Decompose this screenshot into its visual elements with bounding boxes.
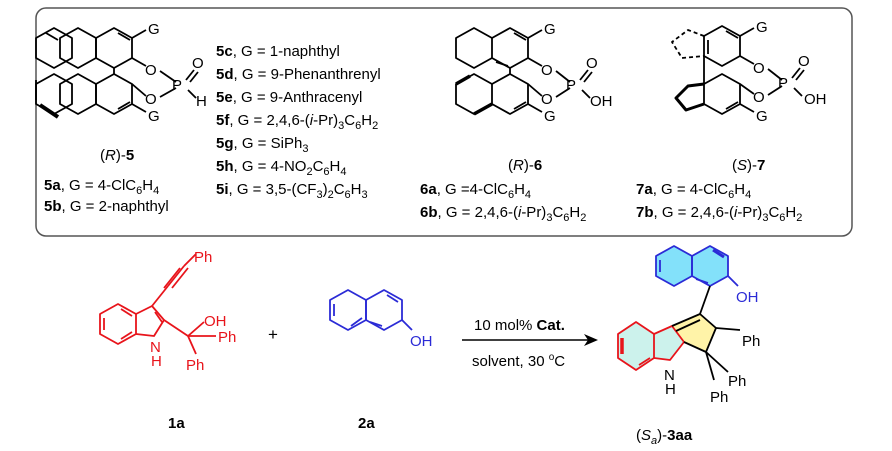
p-ph-b: Ph — [728, 373, 746, 390]
c7-oh: OH — [804, 91, 827, 108]
variant-5c: 5c, G = 1-naphthyl — [216, 43, 340, 60]
plus-sign: + — [268, 325, 278, 344]
reactant-2a-structure — [329, 289, 413, 331]
r1-ph1: Ph — [218, 329, 236, 346]
c6-g-top: G — [544, 21, 556, 38]
label-1a: 1a — [168, 415, 185, 432]
catalyst-6-structure — [455, 27, 593, 116]
catalyst-5-variant-list: 5c, G = 1-naphthyl 5d, G = 9-Phenanthren… — [216, 43, 381, 201]
c7-o1: O — [753, 60, 765, 77]
variant-5i: 5i, G = 3,5-(CF3)2C6H3 — [216, 181, 368, 201]
c6-o2: O — [541, 91, 553, 108]
conditions-bottom: solvent, 30 oC — [472, 352, 565, 370]
p-h: H — [665, 381, 676, 398]
catalyst-6-atoms: G O P O OH O G (R)-6 6a, G =4-ClC6H4 6b,… — [420, 21, 613, 224]
catalyst-5-structure — [35, 27, 199, 119]
r1-ph-alkyne: Ph — [194, 249, 212, 266]
label-3aa: (Sa)-3aa — [636, 427, 693, 447]
product-3aa-naphthol — [655, 245, 739, 287]
biaryl-bond — [699, 285, 711, 315]
variant-6a: 6a, G =4-ClC6H4 — [420, 181, 531, 201]
r1-h: H — [151, 353, 162, 370]
c5-o1: O — [145, 62, 157, 79]
catalyst-7-atoms: G O P O OH O G (S)-7 7a, G = 4-ClC6H4 7b… — [636, 19, 827, 224]
variant-5d: 5d, G = 9-Phenanthrenyl — [216, 66, 381, 83]
catalyst-5-ab-labels: 5a, G = 4-ClC6H4 5b, G = 2-naphthyl — [44, 177, 169, 215]
c7-g-bottom: G — [756, 108, 768, 125]
product-3aa-atoms: Ph Ph Ph N H — [664, 333, 760, 406]
c6-g-bottom: G — [544, 108, 556, 125]
variant-7b: 7b, G = 2,4,6-(i-Pr)3C6H2 — [636, 204, 802, 224]
reactant-1a-structure — [99, 253, 216, 355]
r1-oh: OH — [204, 313, 227, 330]
r1-ph2: Ph — [186, 357, 204, 374]
c7-g-top: G — [756, 19, 768, 36]
label-2a: 2a — [358, 415, 375, 432]
c6-o1: O — [541, 62, 553, 79]
c5-label: (R)-5 — [100, 147, 134, 164]
catalyst-5-atoms: G O P O H O G (R)-5 — [100, 21, 207, 164]
p-ph-a: Ph — [742, 333, 760, 350]
c6-oh: OH — [590, 93, 613, 110]
p-n: N — [664, 367, 675, 384]
c7-label: (S)-7 — [732, 157, 765, 174]
conditions-top: 10 mol% Cat. — [474, 317, 565, 334]
variant-5g: 5g, G = SiPh3 — [216, 135, 308, 155]
c6-label: (R)-6 — [508, 157, 542, 174]
variant-5h: 5h, G = 4-NO2C6H4 — [216, 158, 347, 178]
variant-7a: 7a, G = 4-ClC6H4 — [636, 181, 751, 201]
c6-o-top: O — [586, 55, 598, 72]
p-ph-c: Ph — [710, 389, 728, 406]
c5-g-top: G — [148, 21, 160, 38]
variant-5b: 5b, G = 2-naphthyl — [44, 198, 169, 215]
variant-5a: 5a, G = 4-ClC6H4 — [44, 177, 159, 197]
c6-p: P — [566, 77, 576, 94]
variant-6b: 6b, G = 2,4,6-(i-Pr)3C6H2 — [420, 204, 586, 224]
c5-g-bottom: G — [148, 108, 160, 125]
catalyst-7-structure — [671, 25, 805, 115]
c7-o-top: O — [798, 53, 810, 70]
c5-o-top: O — [192, 55, 204, 72]
c5-oh: H — [196, 93, 207, 110]
p-oh: OH — [736, 289, 759, 306]
variant-5f: 5f, G = 2,4,6-(i-Pr)3C6H2 — [216, 112, 378, 132]
product-3aa-fills — [618, 246, 728, 370]
variant-5e: 5e, G = 9-Anthracenyl — [216, 89, 362, 106]
catalyst-panel — [35, 7, 853, 237]
c7-p: P — [778, 75, 788, 92]
c5-p: P — [172, 77, 182, 94]
r1-n: N — [150, 339, 161, 356]
reactant-1a-atoms: Ph OH Ph Ph N H — [150, 249, 236, 374]
r2-oh: OH — [410, 333, 433, 350]
c5-o2: O — [145, 91, 157, 108]
reaction-arrow — [462, 334, 598, 346]
product-3aa-core — [617, 313, 741, 381]
c7-o2: O — [753, 89, 765, 106]
